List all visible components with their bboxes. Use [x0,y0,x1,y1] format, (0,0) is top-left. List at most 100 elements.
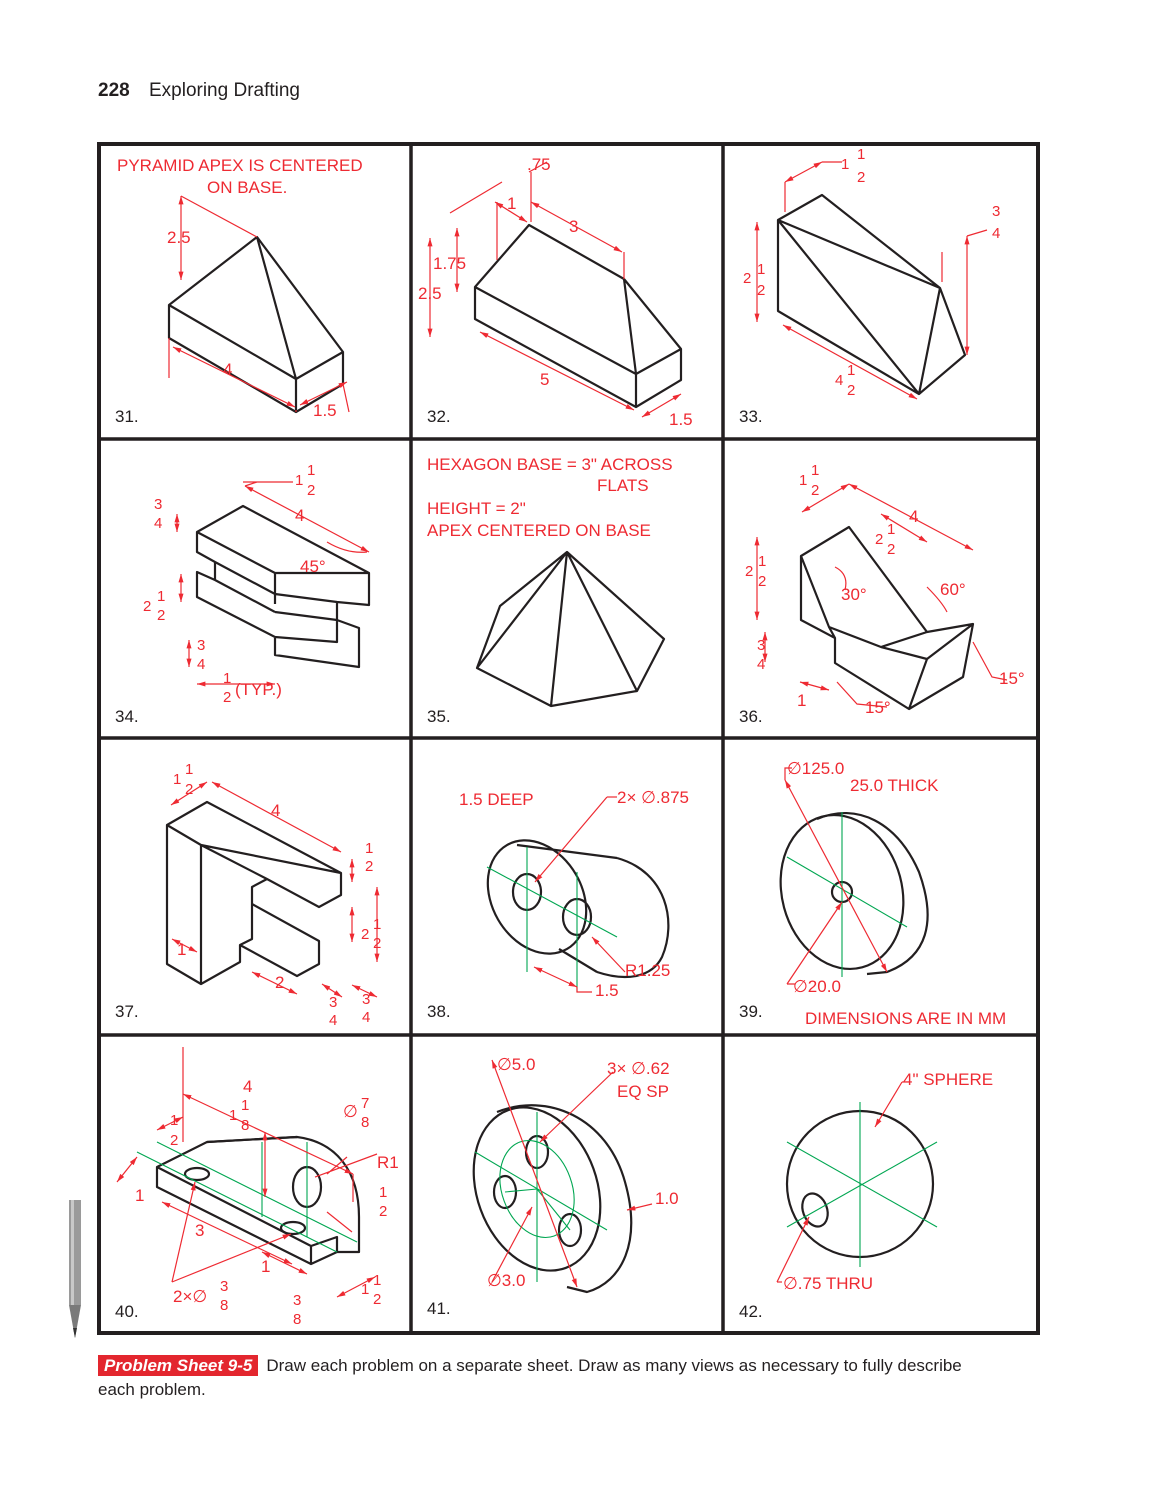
p31-note-1: PYRAMID APEX IS CENTERED [117,156,363,175]
p40-number: 40. [115,1302,139,1321]
p37-dim-1: 1 [177,940,186,959]
p34-dim-typ: (TYP.) [235,680,282,699]
p34-dim-45: 45° [300,557,326,576]
p36-dim-30: 30° [841,585,867,604]
p33-dim-212-den: 2 [757,282,765,299]
p33-dim-34-den: 4 [992,225,1000,242]
p35-note-3: HEIGHT = 2" [427,499,526,518]
p34-dim-34-den: 4 [154,515,162,532]
p34-dim-212-whole: 2 [143,598,151,615]
p40-dim-12-den: 2 [170,1132,178,1149]
p41-note-eqsp: EQ SP [617,1082,669,1101]
p34-dim-112-num: 1 [307,462,315,479]
p41-note-holes: 3× ∅.62 [607,1059,670,1078]
p40-dim-12-num: 1 [170,1112,178,1129]
problem-33: 1 1 2 3 4 2 1 2 4 1 2 33. [739,146,1000,426]
p40-dim-3: 3 [195,1221,204,1240]
p33-dim-num: 1 [857,146,865,163]
p40-dim-112-den: 2 [373,1291,381,1308]
p37-dim-112-num: 1 [185,761,193,778]
p39-note-hole: ∅20.0 [793,977,841,996]
p36-dim-212b-num: 1 [758,553,766,570]
book-title: Exploring Drafting [148,80,301,101]
p40-dim-4: 4 [243,1077,252,1096]
p41-note-thick: 1.0 [655,1189,679,1208]
problem-sheet-instructions: Draw each problem on a separate sheet. D… [98,1356,962,1399]
p40-dim-38b-den: 8 [293,1311,301,1328]
p32-dim-15: 1.5 [669,410,693,429]
p33-dim-212-whole: 2 [743,270,751,287]
p40-dim-38b-num: 3 [293,1292,301,1309]
p32-dim-075: .75 [527,155,551,174]
p36-number: 36. [739,707,763,726]
p42-note-sphere: 4" SPHERE [903,1070,993,1089]
p37-dim-112-den: 2 [185,781,193,798]
p39-note-dia: ∅125.0 [787,759,844,778]
p36-dim-112-num: 1 [811,462,819,479]
p40-dim-dia: ∅ [343,1102,358,1121]
p38-note-deep: 1.5 DEEP [459,790,534,809]
p40-dim-118-whole: 1 [229,1107,237,1124]
p33-dim-34-num: 3 [992,203,1000,220]
p36-dim-212a-num: 1 [887,521,895,538]
p33-number: 33. [739,407,763,426]
p37-dim-4: 4 [271,801,280,820]
p36-dim-212a-whole: 2 [875,531,883,548]
p31-note-2: ON BASE. [207,178,287,197]
problem-34: 3 4 1 1 2 4 45° 2 1 2 3 4 1 2 (TYP.) 34. [115,462,371,726]
p38-note-spacing: 1.5 [595,981,619,1000]
p42-note-hole: ∅.75 THRU [783,1274,873,1293]
problem-sheet: .o { fill:none; stroke:#231f20; stroke-w… [97,142,1040,1335]
p37-dim-34b-num: 3 [362,991,370,1008]
p33-dim-den: 2 [857,169,865,186]
p32-dim-175: 1.75 [433,254,466,273]
page-header: 228 Exploring Drafting [98,80,300,102]
problem-41: ∅5.0 3× ∅.62 EQ SP 1.0 ∅3.0 41. [427,1055,679,1318]
p34-dim-112-whole: 1 [295,472,303,489]
p32-dim-3: 3 [569,217,578,236]
p35-note-1: HEXAGON BASE = 3" ACROSS [427,455,673,474]
p37-dim-34a-num: 3 [329,994,337,1011]
p37-dim-2: 2 [275,973,284,992]
problem-sheet-tag: Problem Sheet 9-5 [98,1355,259,1376]
p41-note-bolt-circle: ∅3.0 [487,1271,525,1290]
p40-dim-38a-num: 3 [220,1278,228,1295]
p40-dim-holes: 2×∅ [173,1287,207,1306]
problem-35: HEXAGON BASE = 3" ACROSS FLATS HEIGHT = … [427,455,673,726]
p37-dim-112-whole: 1 [173,771,181,788]
p39-number: 39. [739,1002,763,1021]
p37-dim-212-den: 2 [373,935,381,952]
pencil-icon [66,1200,84,1345]
p38-note-holes: 2× ∅.875 [617,788,689,807]
p33-dim-412-den: 2 [847,382,855,399]
p39-note-units: DIMENSIONS ARE IN MM [805,1009,1006,1028]
p42-number: 42. [739,1302,763,1321]
p34-dim-12-den: 2 [223,689,231,706]
p40-dim-78-num: 7 [361,1095,369,1112]
page-number: 228 [98,80,130,101]
p33-dim-whole: 1 [841,156,849,173]
p40-dim-118-den: 8 [241,1117,249,1134]
problem-39: ∅125.0 25.0 THICK ∅20.0 DIMENSIONS ARE I… [739,759,1006,1028]
p32-dim-5: 5 [540,370,549,389]
p36-dim-4: 4 [909,507,918,526]
problem-grid: .o { fill:none; stroke:#231f20; stroke-w… [97,142,1040,1335]
p34-dim-4: 4 [295,506,304,525]
p32-dim-25: 2.5 [418,284,442,303]
p33-dim-212-num: 1 [757,261,765,278]
p40-dim-1b: 1 [261,1257,270,1276]
problem-37: 1 1 2 4 1 2 2 1 2 1 2 3 4 3 4 37. [115,761,381,1029]
p36-dim-1: 1 [797,691,806,710]
p34-dim-34b-den: 4 [197,656,205,673]
p36-dim-212b-whole: 2 [745,563,753,580]
p34-dim-34b-num: 3 [197,637,205,654]
p37-number: 37. [115,1002,139,1021]
p41-number: 41. [427,1299,451,1318]
p34-dim-212-den: 2 [157,607,165,624]
p37-dim-12-num: 1 [365,840,373,857]
p40-dim-1: 1 [135,1186,144,1205]
p34-number: 34. [115,707,139,726]
p36-dim-60: 60° [940,580,966,599]
p34-dim-34-num: 3 [154,496,162,513]
